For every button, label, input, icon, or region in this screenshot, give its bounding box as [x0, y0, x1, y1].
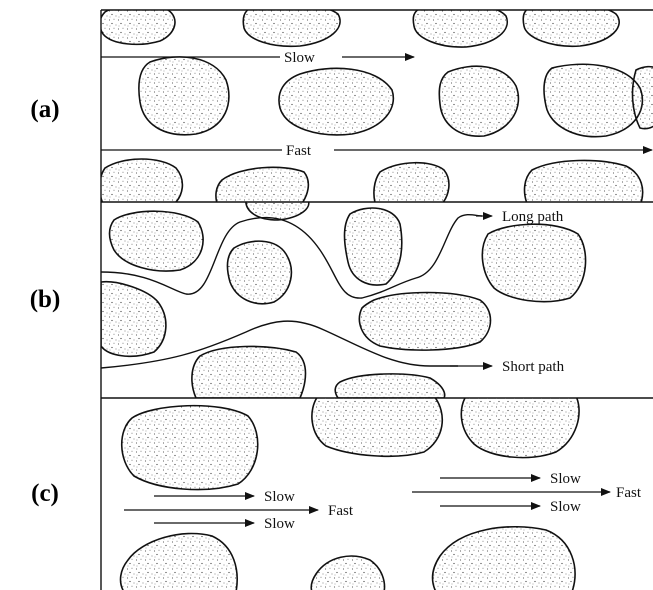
panel-c: Slow Fast Slow Slow Fast Slow	[121, 393, 642, 590]
grain	[359, 293, 490, 351]
fast-label: Fast	[328, 503, 354, 519]
grain	[101, 282, 166, 357]
short-path-label: Short path	[502, 359, 565, 375]
grain	[110, 211, 204, 271]
grain	[139, 57, 229, 135]
grain	[461, 393, 579, 458]
slow-label: Slow	[550, 471, 581, 487]
grain	[433, 527, 575, 590]
grain	[100, 159, 183, 206]
fast-label: Fast	[616, 485, 642, 501]
grain	[544, 64, 642, 136]
slow-label: Slow	[284, 50, 315, 66]
grain	[216, 167, 308, 206]
grain	[374, 163, 449, 206]
fast-label: Fast	[286, 143, 312, 159]
slow-label: Slow	[264, 489, 295, 505]
slow-label: Slow	[550, 499, 581, 515]
grain	[192, 346, 306, 398]
panel-a: Slow Fast	[100, 3, 653, 206]
grain	[482, 224, 585, 301]
long-path-label: Long path	[502, 209, 564, 225]
grain	[279, 68, 393, 135]
grain	[100, 5, 175, 44]
grain	[345, 208, 402, 285]
grain	[121, 533, 238, 590]
slow-label: Slow	[264, 516, 295, 532]
grain	[525, 160, 643, 206]
panel-b: Long path Short path	[101, 194, 586, 398]
grain	[311, 556, 384, 590]
grain	[227, 241, 291, 304]
grain	[122, 406, 258, 490]
grain	[312, 393, 442, 456]
grain	[335, 374, 444, 398]
grain	[439, 66, 518, 136]
